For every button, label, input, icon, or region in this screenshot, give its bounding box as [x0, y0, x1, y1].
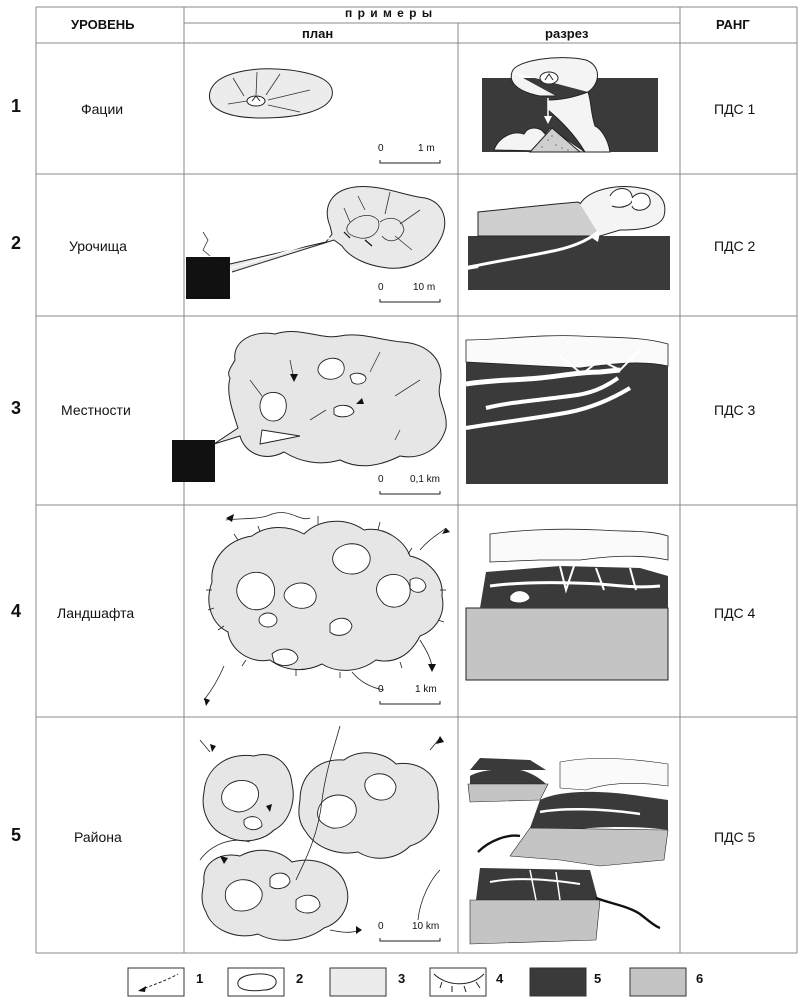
region-section [467, 758, 669, 945]
scale-bar [379, 160, 441, 164]
hachure-edge-icon [429, 967, 487, 997]
level-label: Фации [81, 101, 124, 117]
scale-bar [379, 938, 441, 942]
header-plan: план [302, 26, 334, 41]
contour-outline-icon [227, 967, 285, 997]
locality-section [465, 335, 669, 484]
scale-unit: 1 m [418, 143, 435, 154]
scale-zero: 0 [378, 143, 384, 154]
legend-number: 2 [296, 971, 304, 986]
light-fill-icon [329, 967, 387, 997]
tract-plan [186, 186, 446, 299]
scale-zero: 0 [378, 282, 384, 293]
header-rank: РАНГ [716, 17, 750, 32]
scale-bar [379, 701, 441, 705]
legend-number: 6 [696, 971, 704, 986]
scale-bar [379, 299, 441, 303]
locality-plan [172, 330, 447, 482]
header-examples: п р и м е р ы [345, 6, 434, 20]
rank-label: ПДС 1 [714, 101, 756, 117]
legend-number: 3 [398, 971, 406, 986]
landscape-plan [203, 512, 450, 706]
scale-unit: 10 km [412, 921, 440, 932]
tract-section [465, 186, 670, 290]
facies-section [482, 57, 658, 153]
header-section: разрез [545, 26, 589, 41]
scale-unit: 0,1 km [410, 474, 441, 485]
rank-label: ПДС 3 [714, 402, 756, 418]
level-label: Местности [61, 402, 131, 418]
scale-zero: 0 [378, 474, 384, 485]
legend-number: 5 [594, 971, 602, 986]
medium-fill-icon [629, 967, 687, 997]
legend-number: 1 [196, 971, 204, 986]
scale-bar [379, 491, 441, 495]
scale-unit: 1 km [415, 684, 437, 695]
rank-label: ПДС 5 [714, 829, 756, 845]
dark-fill-icon [529, 967, 587, 997]
rank-label: ПДС 4 [714, 605, 756, 621]
legend-number: 4 [496, 971, 504, 986]
level-label: Ландшафта [57, 605, 135, 621]
landscape-section [465, 528, 669, 681]
facies-plan [209, 68, 333, 119]
level-label: Района [74, 829, 122, 845]
scale-zero: 0 [378, 921, 384, 932]
row-number: 4 [11, 601, 22, 621]
row-number: 3 [11, 398, 22, 418]
scale-unit: 10 m [413, 282, 436, 293]
row-number: 5 [11, 825, 22, 845]
rank-label: ПДС 2 [714, 238, 756, 254]
header-level: УРОВЕНЬ [71, 17, 135, 32]
row-number: 2 [11, 233, 22, 253]
region-plan [199, 725, 444, 941]
row-number: 1 [11, 96, 22, 116]
legend [127, 967, 687, 997]
flow-arrow-icon [127, 967, 185, 997]
level-label: Урочища [69, 238, 127, 254]
